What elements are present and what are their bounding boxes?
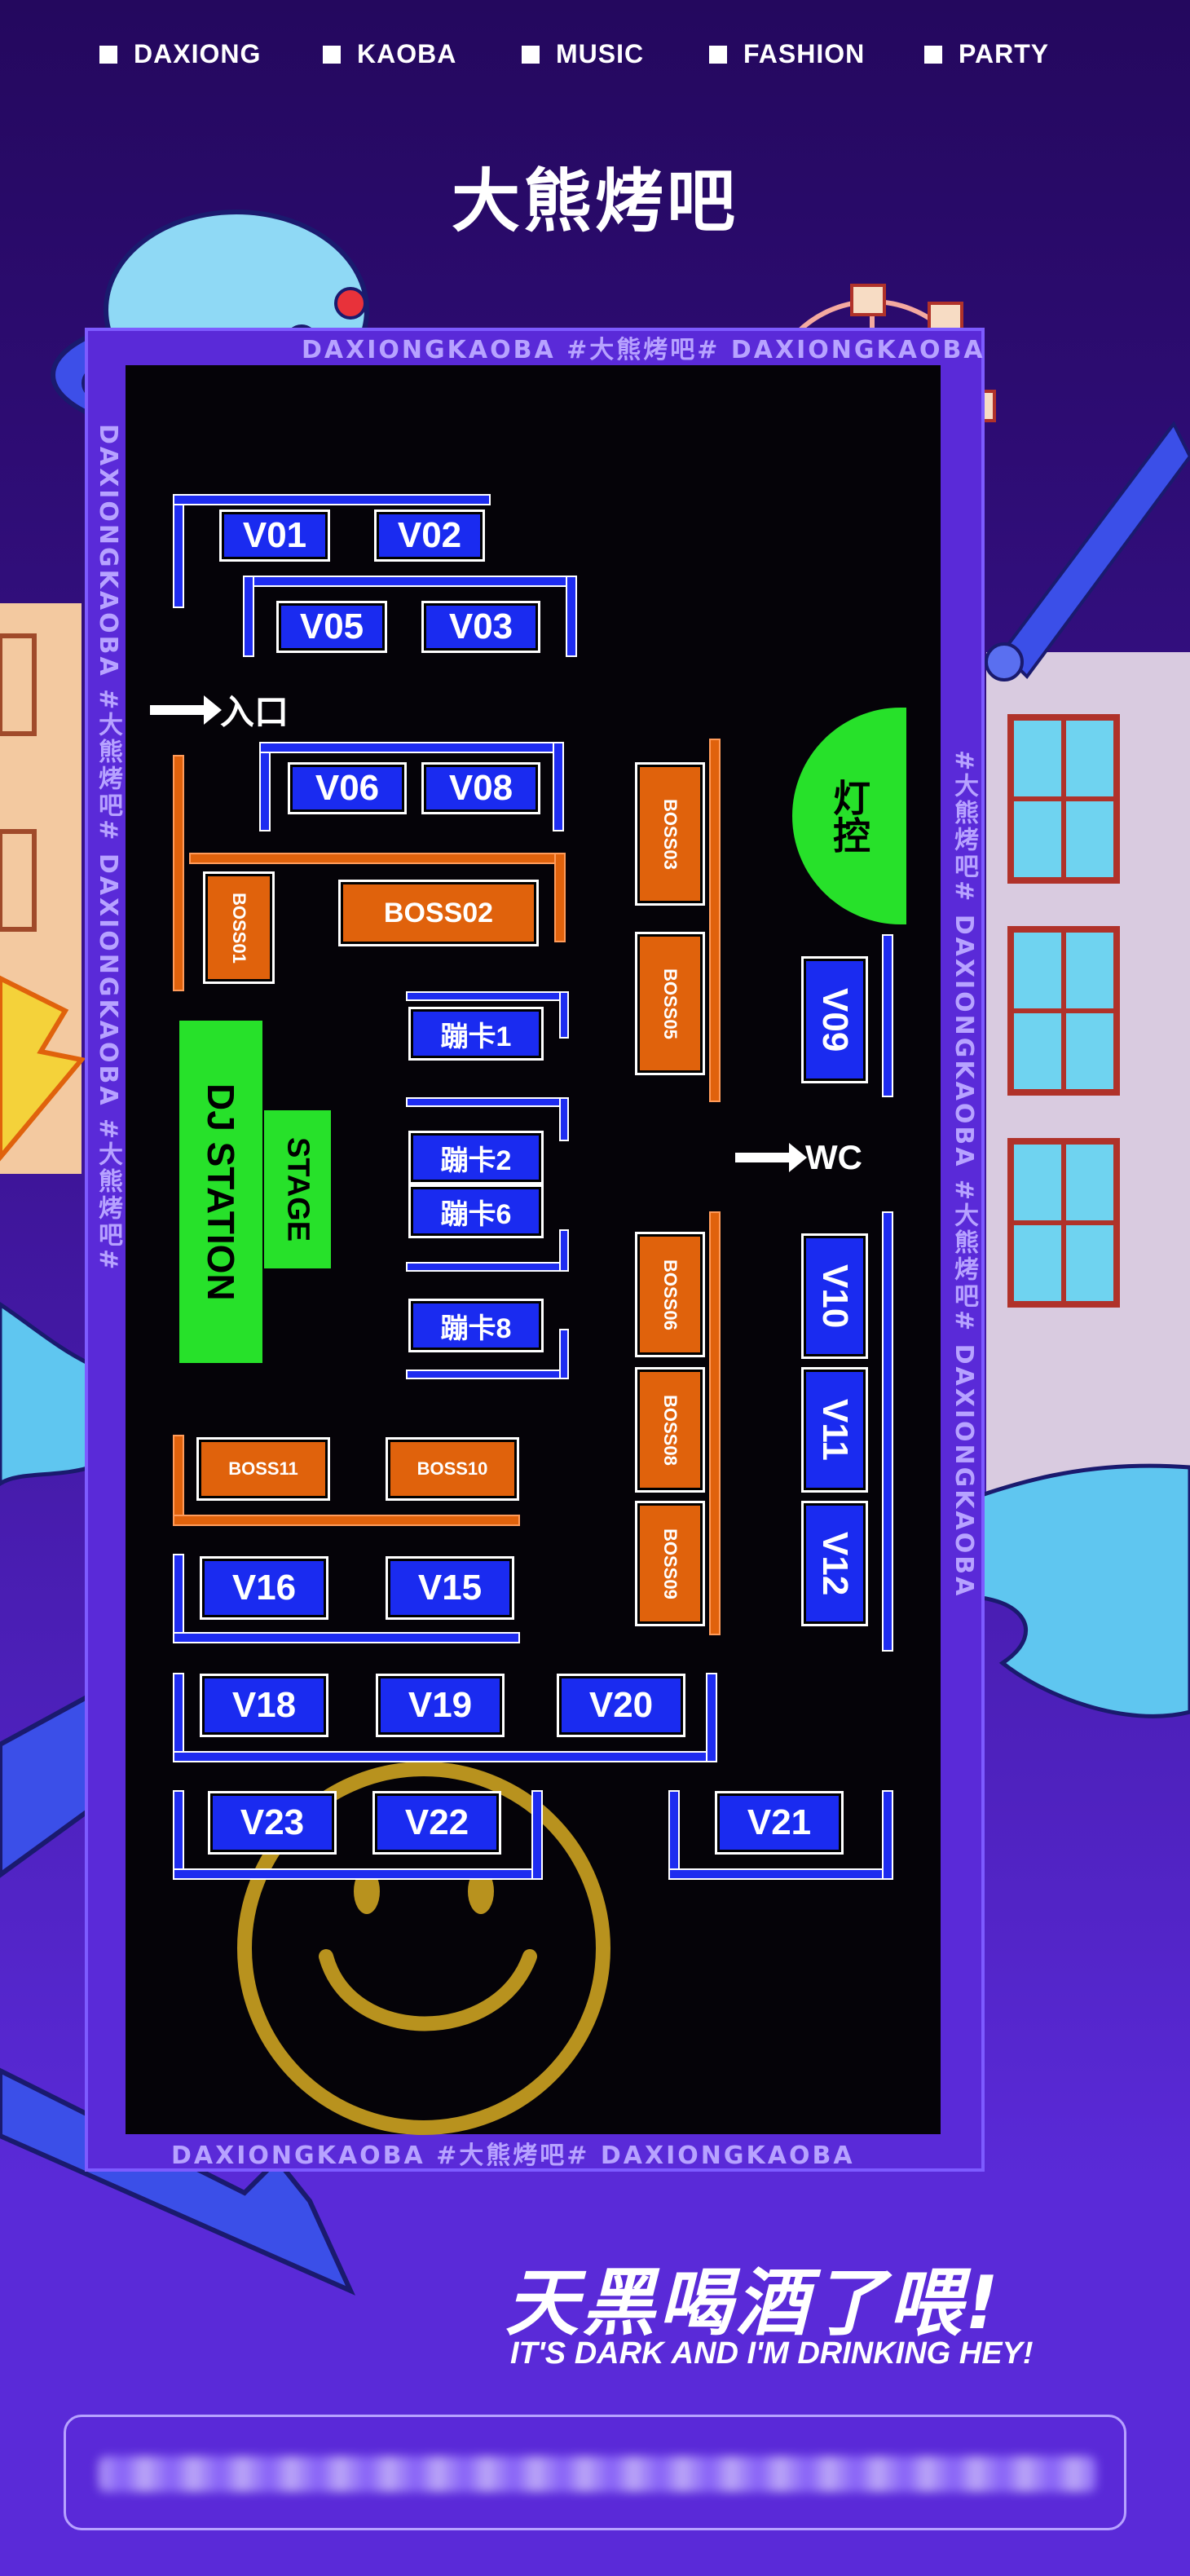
booth-v10[interactable]: V10	[801, 1233, 868, 1359]
booth-v05[interactable]: V05	[276, 601, 387, 653]
booth-v21[interactable]: V21	[715, 1791, 844, 1855]
square-bullet-icon	[99, 45, 117, 64]
nav-item-party: PARTY	[924, 39, 1049, 69]
booth-v20[interactable]: V20	[557, 1674, 685, 1737]
arrow-right-icon	[150, 695, 222, 725]
nav-item-fashion: FASHION	[709, 39, 865, 69]
dj-station: DJ STATION	[179, 1021, 262, 1363]
smiley-face-icon	[237, 1762, 610, 2135]
booth-boss01[interactable]: BOSS01	[203, 871, 275, 984]
booth-v16[interactable]: V16	[200, 1556, 328, 1620]
square-bullet-icon	[924, 45, 942, 64]
booth-boss09[interactable]: BOSS09	[635, 1501, 705, 1626]
square-bullet-icon	[522, 45, 540, 64]
frame-label-right: #大熊烤吧# DAXIONGKAOBA #大熊烤吧# DAXIONGKAOBA	[950, 750, 978, 1599]
blurred-contact-info	[99, 2456, 1096, 2492]
booth-dance-2[interactable]: 蹦卡2	[408, 1131, 544, 1184]
wc-label: WC	[735, 1138, 862, 1177]
nav-item-kaoba: KAOBA	[323, 39, 456, 69]
frame-label-left: DAXIONGKAOBA #大熊烤吧# DAXIONGKAOBA #大熊烤吧#	[94, 424, 122, 1273]
booth-v15[interactable]: V15	[386, 1556, 514, 1620]
booth-v02[interactable]: V02	[374, 509, 485, 562]
booth-v11[interactable]: V11	[801, 1367, 868, 1493]
booth-boss11[interactable]: BOSS11	[196, 1437, 330, 1501]
booth-v01[interactable]: V01	[219, 509, 330, 562]
booth-dance-1[interactable]: 蹦卡1	[408, 1007, 544, 1061]
slogan-cn: 天黑喝酒了喂!	[505, 2261, 1003, 2346]
booth-v19[interactable]: V19	[376, 1674, 505, 1737]
info-box	[64, 2415, 1126, 2530]
slogan-en: IT'S DARK AND I'M DRINKING HEY!	[510, 2336, 1034, 2371]
nav-item-music: MUSIC	[522, 39, 644, 69]
booth-v22[interactable]: V22	[372, 1791, 501, 1855]
booth-v23[interactable]: V23	[208, 1791, 337, 1855]
booth-v12[interactable]: V12	[801, 1501, 868, 1626]
top-nav: DAXIONG KAOBA MUSIC FASHION PARTY	[0, 39, 1190, 80]
lightning-icon	[0, 975, 86, 1162]
booth-dance-8[interactable]: 蹦卡8	[408, 1299, 544, 1352]
booth-v03[interactable]: V03	[421, 601, 540, 653]
booth-v18[interactable]: V18	[200, 1674, 328, 1737]
booth-boss05[interactable]: BOSS05	[635, 932, 705, 1075]
frame-label-top: DAXIONGKAOBA #大熊烤吧# DAXIONGKAOBA	[302, 336, 985, 364]
booth-boss10[interactable]: BOSS10	[386, 1437, 519, 1501]
booth-boss08[interactable]: BOSS08	[635, 1367, 705, 1493]
booth-boss02[interactable]: BOSS02	[338, 880, 539, 946]
entrance-label: 入口	[150, 685, 289, 734]
booth-dance-6[interactable]: 蹦卡6	[408, 1184, 544, 1238]
robot-arm-icon	[1000, 421, 1190, 680]
page-title: 大熊烤吧	[451, 161, 738, 241]
frame-label-bottom: DAXIONGKAOBA #大熊烤吧# DAXIONGKAOBA	[171, 2142, 855, 2170]
stage: STAGE	[264, 1110, 331, 1268]
booth-v06[interactable]: V06	[288, 762, 407, 814]
booth-v08[interactable]: V08	[421, 762, 540, 814]
booth-boss06[interactable]: BOSS06	[635, 1232, 705, 1357]
square-bullet-icon	[323, 45, 341, 64]
arrow-right-icon	[735, 1143, 807, 1172]
booth-boss03[interactable]: BOSS03	[635, 762, 705, 906]
square-bullet-icon	[709, 45, 727, 64]
booth-v09[interactable]: V09	[801, 956, 868, 1083]
nav-item-daxiong: DAXIONG	[99, 39, 261, 69]
